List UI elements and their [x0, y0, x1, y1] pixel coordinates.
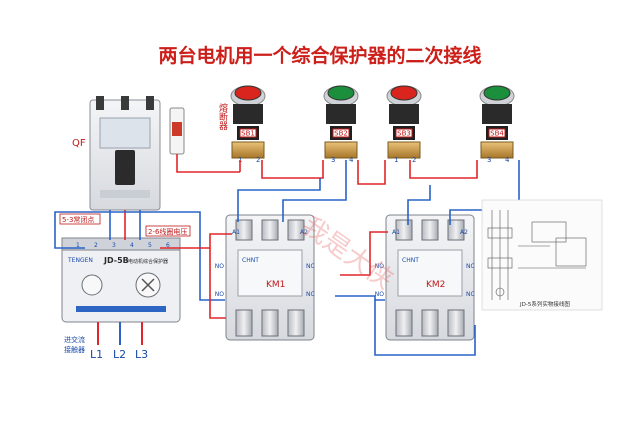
button-terminal-right: 4: [349, 156, 354, 164]
contactor-brand: CHNT: [402, 257, 419, 264]
contactor-top-terminal: [261, 219, 279, 241]
contactor-top-terminal: [235, 219, 253, 241]
button-label: SB2: [334, 130, 348, 138]
button-body: [389, 104, 419, 124]
protector-terminal-1: 1: [76, 242, 80, 249]
contactor-label: KM2: [426, 280, 445, 290]
contactor-aux-label: NC: [306, 263, 315, 270]
button-label: SB4: [490, 130, 504, 138]
protector-terminal-3: 3: [112, 242, 116, 249]
callout-normally-closed: 5-3常闭点: [62, 215, 94, 224]
button-cap: [234, 85, 262, 101]
protector-terminals: 1 2 3 4 5 6: [76, 242, 170, 249]
contactor-bottom-terminal: [261, 309, 279, 337]
fuse-holder: [169, 107, 185, 155]
ac-contactor-label-1: 进交流: [64, 335, 85, 344]
contactor-front-panel: [397, 249, 463, 297]
button-terminal-block: [480, 141, 514, 159]
contactor-aux-label: NO: [375, 291, 384, 298]
contactor-brand: CHNT: [242, 257, 259, 264]
button-cap: [327, 85, 355, 101]
fuse-label: 熔断器: [200, 102, 228, 130]
contactor-top-terminal: [447, 219, 465, 241]
contactor-top-terminal: [287, 219, 305, 241]
ac-contactor-label-2: 接触器: [64, 345, 85, 354]
contactor-coil-a2: A2: [300, 229, 308, 236]
protector-terminal-4: 4: [130, 242, 134, 249]
protector-subtitle: 电动机综合保护器: [128, 258, 168, 265]
contactor-aux-label: NC: [466, 291, 475, 298]
push-button-sb3: SB3 1 2: [386, 85, 422, 164]
fuse-label-text: 熔断器: [200, 102, 228, 130]
button-terminal-right: 2: [256, 156, 260, 164]
button-label: SB1: [241, 130, 255, 138]
inset-caption: JD-5系列实物接线图: [519, 300, 570, 308]
button-terminal-left: 1: [394, 156, 398, 164]
protector-terminal-2: 2: [94, 242, 98, 249]
button-terminal-block: [324, 141, 358, 159]
contactor-bottom-terminal: [447, 309, 465, 337]
contactor-aux-label: NO: [215, 263, 224, 270]
contactor-label: KM1: [266, 280, 285, 290]
protector-brand: TENGEN: [67, 257, 93, 264]
contactor-front-panel: [237, 249, 303, 297]
contactor-bottom-terminal: [421, 309, 439, 337]
button-body: [233, 104, 263, 124]
button-label-box: [332, 128, 350, 138]
contactor-coil-a1: A1: [392, 229, 400, 236]
button-terminal-block: [387, 141, 421, 159]
contactor-coil-a2: A2: [460, 229, 468, 236]
diagram-title: 两台电机用一个综合保护器的二次接线: [158, 44, 481, 67]
motor-protector: [61, 237, 181, 323]
contactor-top-terminal: [421, 219, 439, 241]
contactor-bottom-terminal: [287, 309, 305, 337]
button-label: SB3: [397, 130, 411, 138]
protector-terminal-6: 6: [166, 242, 170, 249]
phase-l3: L3: [135, 348, 148, 361]
contactor-aux-label: NC: [306, 291, 315, 298]
button-terminal-right: 2: [412, 156, 416, 164]
button-label-box: [395, 128, 413, 138]
button-label-box: [488, 128, 506, 138]
callout-coil-voltage: 2-6线圈电压: [148, 227, 187, 236]
breaker-label: QF: [72, 138, 86, 149]
button-terminal-right: 4: [505, 156, 510, 164]
button-cap: [390, 85, 418, 101]
push-button-sb2: SB2 3 4: [323, 85, 359, 164]
button-cap: [483, 85, 511, 101]
button-terminal-left: 3: [487, 156, 491, 164]
contactor-aux-label: NC: [466, 263, 475, 270]
protector-model: JD-5B: [103, 256, 129, 265]
button-body: [326, 104, 356, 124]
phase-l1: L1: [90, 348, 103, 361]
button-body: [482, 104, 512, 124]
button-terminal-block: [231, 141, 265, 159]
contactor-coil-a1: A1: [232, 229, 240, 236]
circuit-breaker-qf: [89, 96, 161, 211]
phase-l2: L2: [113, 348, 126, 361]
contactor-bottom-terminal: [235, 309, 253, 337]
contactor-aux-label: NO: [215, 291, 224, 298]
control-wires: [54, 154, 520, 356]
protector-terminal-5: 5: [148, 242, 152, 249]
inset-schematic: [481, 199, 603, 311]
push-button-sb4: SB4 3 4: [479, 85, 515, 164]
contactor-bottom-terminal: [395, 309, 413, 337]
button-terminal-left: 3: [331, 156, 335, 164]
button-label-box: [239, 128, 257, 138]
contactor-aux-label: NO: [375, 263, 384, 270]
